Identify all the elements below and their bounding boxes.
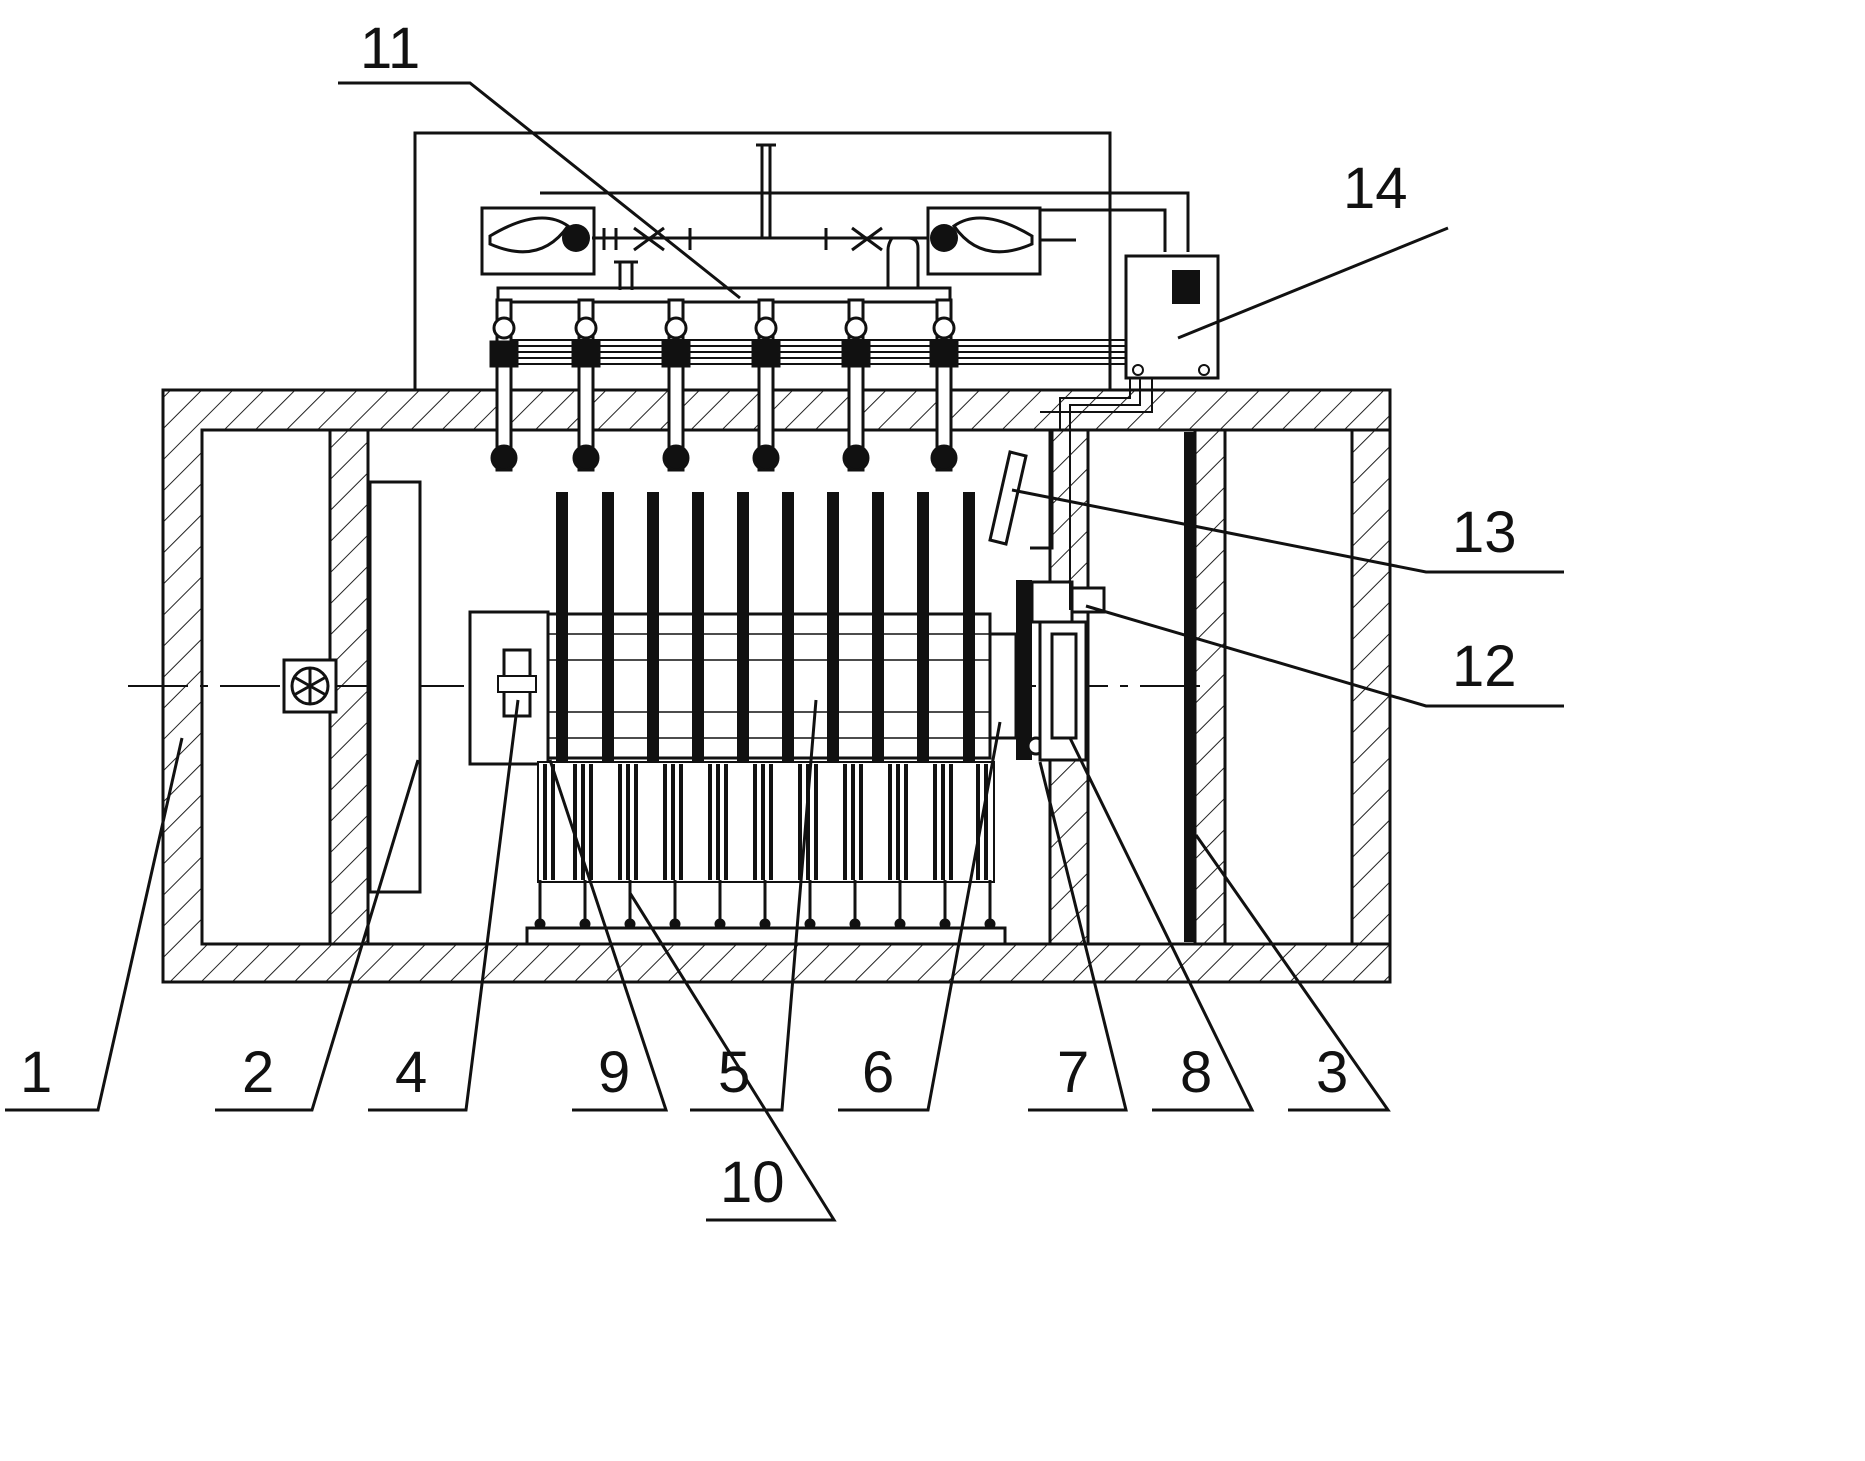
header-pipe [592, 143, 928, 292]
shaft-6 [988, 632, 1018, 740]
nozzle-2 [571, 298, 601, 472]
label-14: 14 [1343, 156, 1408, 221]
manifold-11 [496, 260, 952, 304]
label-6: 6 [862, 1040, 894, 1105]
pump-left [480, 206, 596, 276]
brush-comb-9 [537, 761, 995, 883]
label-3: 3 [1316, 1040, 1348, 1105]
nozzle-6 [929, 298, 959, 472]
label-7: 7 [1057, 1040, 1089, 1105]
label-12: 12 [1452, 634, 1517, 699]
motor-8 [1038, 620, 1088, 762]
support-pins-10 [534, 880, 996, 930]
leader-lines [5, 81, 1564, 1222]
sensor-13 [988, 450, 1028, 546]
inlet-valve [282, 658, 338, 714]
sprocket-7 [1016, 580, 1106, 760]
baffle-2 [368, 480, 422, 894]
nozzle-3 [661, 298, 691, 472]
number-labels: 1 2 4 9 5 6 7 8 3 10 11 14 13 12 [20, 16, 1517, 1215]
outer-frame-pipes [413, 131, 1190, 390]
label-1: 1 [20, 1040, 52, 1105]
patent-diagram: 1 2 4 9 5 6 7 8 3 10 11 14 13 12 [5, 16, 1564, 1222]
label-10: 10 [720, 1150, 785, 1215]
bearing-block-4 [468, 610, 550, 766]
base-plate [525, 926, 1007, 946]
drum-body-5 [546, 612, 992, 760]
nozzle-4 [751, 298, 781, 472]
nozzle-5 [841, 298, 871, 472]
nozzle-1 [489, 298, 519, 472]
label-5: 5 [718, 1040, 750, 1105]
control-box-14 [1124, 254, 1220, 380]
label-2: 2 [242, 1040, 274, 1105]
bracket [1030, 430, 1054, 550]
label-4: 4 [395, 1040, 427, 1105]
control-wiring [510, 339, 1153, 610]
pump-right [926, 206, 1076, 276]
label-8: 8 [1180, 1040, 1212, 1105]
label-9: 9 [598, 1040, 630, 1105]
nozzle-assemblies [489, 298, 959, 472]
label-11: 11 [360, 16, 420, 81]
label-13: 13 [1452, 500, 1517, 565]
